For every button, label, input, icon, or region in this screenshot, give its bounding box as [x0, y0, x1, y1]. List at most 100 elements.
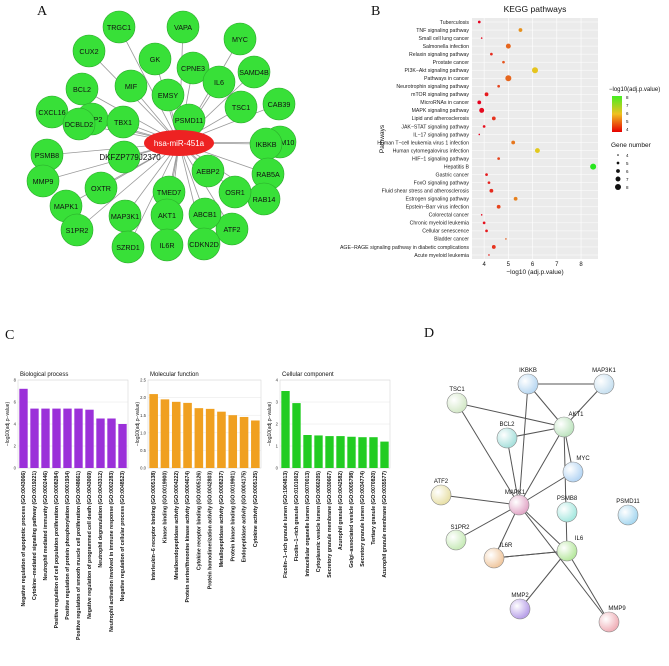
gene-node — [191, 154, 225, 188]
data-point — [487, 181, 491, 185]
gene-label: ATF2 — [223, 225, 240, 234]
pathway-label: TNF signaling pathway — [416, 28, 469, 34]
y-tick-label: 2 — [14, 444, 17, 449]
plot-background — [472, 18, 598, 259]
pathway-label: Tuberculosis — [440, 20, 470, 26]
go-term-label: Cytoplasmic vesicle lumen (GO:0060205) — [316, 471, 322, 572]
pathway-label: mTOR signaling pathway — [411, 92, 469, 98]
y-tick-label: 4 — [276, 378, 279, 383]
x-tick-label: 4 — [482, 262, 486, 268]
y-tick-label: 1.5 — [140, 413, 146, 418]
gene-label: OXTR — [91, 184, 111, 193]
gene-label: MMP9 — [33, 177, 54, 186]
gene-label: CDKN2D — [189, 240, 219, 249]
protein-label: S1PR2 — [450, 525, 470, 531]
gene-label: MIF — [125, 82, 138, 91]
gene-label: TRGC1 — [107, 23, 131, 32]
data-point — [489, 188, 494, 193]
go-bar — [369, 437, 378, 468]
pathway-label: Hepatitis B — [444, 164, 470, 170]
y-tick-label: 3 — [276, 400, 279, 405]
gene-label: DCBLD2 — [65, 120, 93, 129]
gene-label: CPNE3 — [181, 64, 205, 73]
center-mirna-node — [144, 130, 214, 156]
go-bar — [380, 441, 389, 468]
data-point — [505, 75, 512, 82]
network-edge — [118, 26, 180, 144]
legend-size-dot — [617, 154, 619, 156]
pathway-label: Epstein−Barr virus infection — [406, 205, 469, 211]
go-bar — [85, 409, 94, 468]
gene-label: RAB5A — [256, 170, 280, 179]
protein-label: PSMB8 — [557, 496, 578, 502]
y-axis-title: −log10(adj.p−value) — [267, 402, 273, 447]
pathway-label: Acute myeloid leukemia — [414, 253, 469, 259]
data-point — [488, 254, 490, 256]
pathway-label: MAPK signaling pathway — [412, 108, 470, 114]
go-term-label: Cytokine activity (GO:0005125) — [253, 471, 259, 547]
protein-node — [598, 611, 620, 633]
ppi-edge — [456, 402, 565, 428]
legend-size-tick: 8 — [626, 185, 629, 190]
x-tick-label: 5 — [507, 262, 511, 268]
go-term-label: Endopeptidase activity (GO:0004175) — [242, 471, 248, 563]
gene-label: PSMB8 — [35, 151, 59, 160]
panel-label-a: A — [37, 4, 48, 19]
go-term-label: Cytokine receptor binding (GO:0005126) — [196, 471, 202, 570]
gene-node — [151, 78, 185, 112]
gene-label: SZRD1 — [116, 243, 140, 252]
gene-label: IL6 — [214, 78, 224, 87]
gene-label: MYC — [232, 35, 248, 44]
y-tick-label: 0.0 — [140, 466, 146, 471]
gene-label: DKFZP779J2370 — [99, 153, 161, 162]
go-bar — [217, 411, 226, 468]
gene-label: SAMD4B — [239, 68, 269, 77]
legend-size-tick: 6 — [626, 169, 629, 174]
protein-node — [445, 529, 467, 551]
go-bar — [314, 435, 323, 468]
go-term-label: Cytokine−mediated signaling pathway (GO:… — [32, 471, 38, 600]
pathway-label: Salmonella infection — [423, 44, 470, 50]
ppi-edge — [518, 504, 610, 623]
panel-label-d: D — [424, 326, 435, 341]
pathway-label: Gastric cancer — [436, 172, 470, 178]
x-axis-title: −log10 (adj.p.value) — [506, 269, 563, 276]
go-term-label: Tertiary granule (GO:0070820) — [371, 471, 377, 545]
go-term-label: Ficolin−1−rich granule (GO:0101002) — [294, 471, 300, 562]
protein-label: MAPK1 — [505, 490, 526, 496]
protein-node — [517, 373, 539, 395]
legend-size-tick: 5 — [626, 161, 629, 166]
go-term-label: Protein kinase binding (GO:0019901) — [230, 471, 236, 562]
gene-label: TSC1 — [232, 103, 250, 112]
y-tick-label: 0.5 — [140, 448, 146, 453]
pathway-label: Human cytomegalovirus infection — [393, 148, 470, 154]
gene-label: VAPA — [174, 23, 192, 32]
pathway-label: IL−17 signaling pathway — [413, 132, 469, 138]
y-axis-title: Pathways — [379, 124, 386, 153]
x-tick-label: 6 — [531, 262, 535, 268]
panel-label-b: B — [371, 4, 381, 19]
data-point — [477, 20, 481, 24]
ppi-edge — [566, 550, 610, 623]
data-point — [482, 125, 486, 128]
go-bar — [160, 399, 170, 468]
pathway-label: Cellular senescence — [422, 229, 469, 235]
go-bar — [251, 420, 260, 468]
gene-node — [166, 10, 200, 44]
legend-color-tick: 6 — [626, 111, 629, 116]
gene-node — [223, 22, 257, 56]
go-term-label: Negative regulation of programmed cell d… — [87, 471, 93, 619]
protein-label: MMP2 — [511, 593, 529, 599]
gene-label: RAB14 — [253, 195, 276, 204]
pathway-label: JAK−STAT signaling pathway — [401, 124, 469, 130]
data-point — [497, 84, 501, 88]
go-bar — [292, 403, 301, 468]
pathway-label: Fluid shear stress and atherosclerosis — [382, 189, 470, 195]
ppi-edge — [456, 402, 520, 506]
ppi-edge — [506, 437, 520, 506]
go-term-label: Azurophil granule (GO:0042582) — [338, 471, 344, 550]
data-point — [513, 196, 518, 201]
chart-title: KEGG pathways — [504, 4, 567, 14]
ppi-edge — [519, 550, 568, 610]
